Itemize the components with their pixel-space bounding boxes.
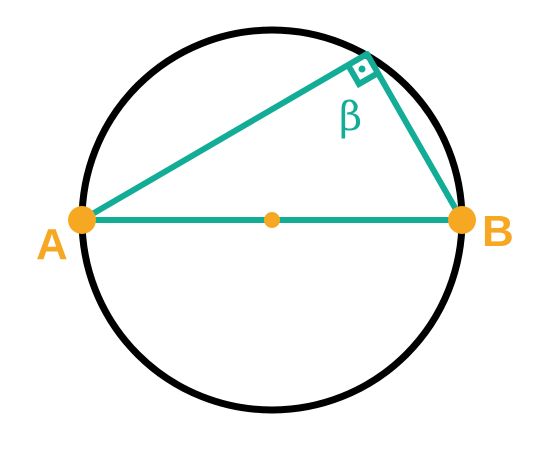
label-a: A bbox=[36, 220, 68, 269]
point-b bbox=[448, 206, 476, 234]
point-a bbox=[68, 206, 96, 234]
right-angle-marker bbox=[345, 63, 380, 89]
angle-label-beta: β bbox=[339, 94, 362, 140]
right-angle-dot bbox=[358, 65, 366, 73]
segment-ac bbox=[79, 51, 370, 223]
center-point bbox=[264, 212, 280, 228]
label-b: B bbox=[482, 207, 514, 256]
segment-cb bbox=[364, 51, 465, 223]
